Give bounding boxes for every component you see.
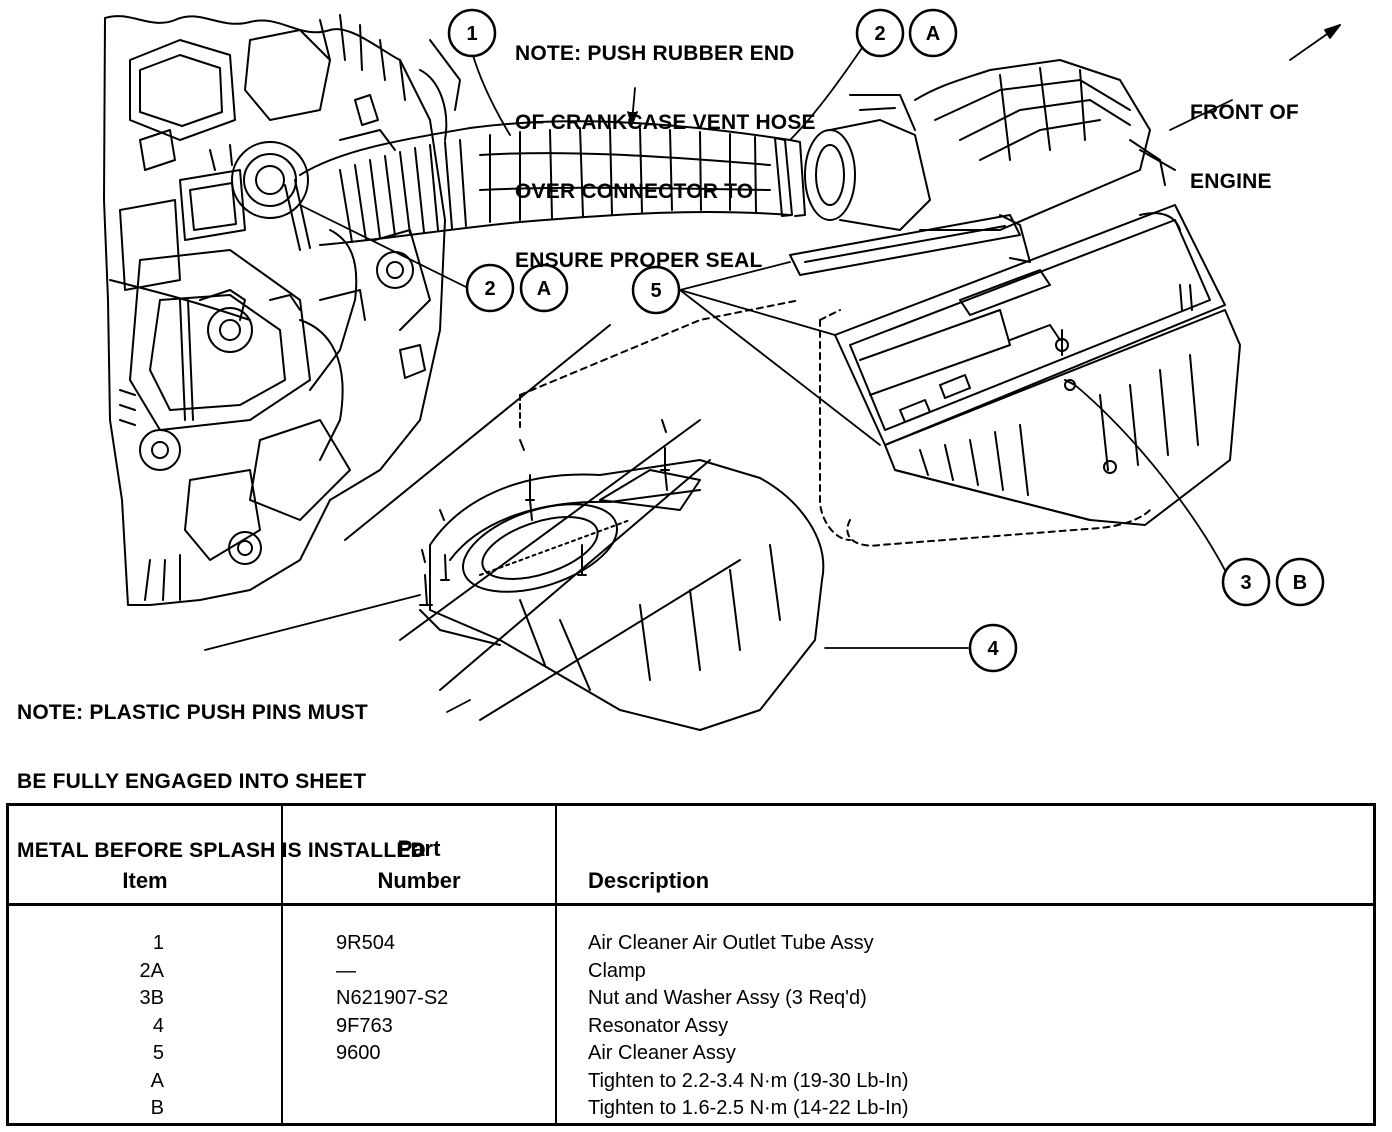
header-description: Description: [588, 868, 710, 893]
push-pins-note: NOTE: PLASTIC PUSH PINS MUST BE FULLY EN…: [17, 655, 426, 885]
row-item: A: [150, 1069, 164, 1092]
svg-text:1: 1: [466, 23, 477, 45]
air-cleaner-drawing: [789, 59, 1241, 547]
row-item: 3B: [139, 987, 164, 1009]
push-pins-note-line-1: NOTE: PLASTIC PUSH PINS MUST: [17, 701, 368, 724]
callout-4: 4: [968, 623, 1018, 673]
header-part-line-2: Number: [377, 868, 461, 893]
header-item: Item: [122, 868, 168, 893]
callout-2-mid: 2: [465, 263, 515, 313]
row-description: Clamp: [588, 959, 646, 982]
row-item: 1: [152, 932, 164, 954]
exploded-illustration: 1 2 A 2 A 5 3 B: [103, 8, 1341, 731]
push-pins-note-line-3: METAL BEFORE SPLASH IS INSTALLED: [17, 839, 426, 862]
callouts: 1 2 A 2 A 5 3 B: [447, 8, 1325, 673]
row-description: Tighten to 2.2-3.4 N·m (19-30 Lb-In): [588, 1069, 909, 1092]
row-part-number: 9F763: [336, 1014, 393, 1037]
air-outlet-tube-drawing: [284, 120, 806, 251]
row-item: B: [150, 1097, 164, 1119]
vent-hose-note-line-4: ENSURE PROPER SEAL: [515, 249, 763, 272]
callout-a-top: A: [908, 8, 958, 58]
row-part-number: 9600: [336, 1042, 381, 1064]
engine-drawing: [103, 14, 461, 606]
callout-5: 5: [631, 265, 681, 315]
row-description: Air Cleaner Air Outlet Tube Assy: [588, 932, 874, 954]
row-part-number: —: [336, 959, 356, 982]
row-item: 5: [152, 1042, 164, 1064]
row-description: Nut and Washer Assy (3 Req'd): [588, 987, 867, 1009]
row-item: 4: [152, 1014, 164, 1037]
vent-hose-note: NOTE: PUSH RUBBER END OF CRANKCASE VENT …: [515, 0, 816, 295]
row-part-number: N621907-S2: [336, 987, 449, 1009]
parts-table: Item Part Number Description 1 9R504 Air…: [6, 803, 1376, 1126]
row-part-number: 9R504: [336, 932, 395, 954]
push-pins-note-line-2: BE FULLY ENGAGED INTO SHEET: [17, 770, 367, 793]
svg-text:5: 5: [650, 280, 661, 302]
callout-1: 1: [447, 8, 497, 58]
svg-text:4: 4: [987, 638, 999, 660]
callout-3: 3: [1221, 557, 1271, 607]
svg-text:A: A: [926, 23, 940, 45]
svg-text:A: A: [537, 278, 551, 300]
svg-text:B: B: [1293, 572, 1307, 594]
resonator-drawing: [344, 299, 825, 731]
table-header: Item Part Number Description: [9, 806, 1373, 906]
leader-lines: [204, 24, 1341, 713]
callout-2-top: 2: [855, 8, 905, 58]
header-part-line-1: Part: [397, 836, 441, 861]
svg-text:2: 2: [874, 23, 885, 45]
column-divider-2: [555, 806, 557, 1123]
vent-hose-note-line-2: OF CRANKCASE VENT HOSE: [515, 111, 816, 134]
column-divider-1: [281, 806, 283, 1123]
row-description: Resonator Assy: [588, 1014, 729, 1037]
callout-b: B: [1275, 557, 1325, 607]
svg-text:2: 2: [484, 278, 495, 300]
vent-hose-note-line-1: NOTE: PUSH RUBBER END: [515, 42, 795, 65]
row-description: Air Cleaner Assy: [588, 1042, 736, 1064]
callout-a-mid: A: [519, 263, 569, 313]
front-of-engine-line-2: ENGINE: [1190, 170, 1272, 193]
vent-hose-note-line-3: OVER CONNECTOR TO: [515, 180, 754, 203]
front-of-engine-line-1: FRONT OF: [1190, 101, 1299, 124]
row-description: Tighten to 1.6-2.5 N·m (14-22 Lb-In): [588, 1097, 909, 1119]
svg-text:3: 3: [1240, 572, 1251, 594]
front-of-engine-label: FRONT OF ENGINE: [1190, 55, 1299, 216]
row-item: 2A: [139, 959, 164, 982]
